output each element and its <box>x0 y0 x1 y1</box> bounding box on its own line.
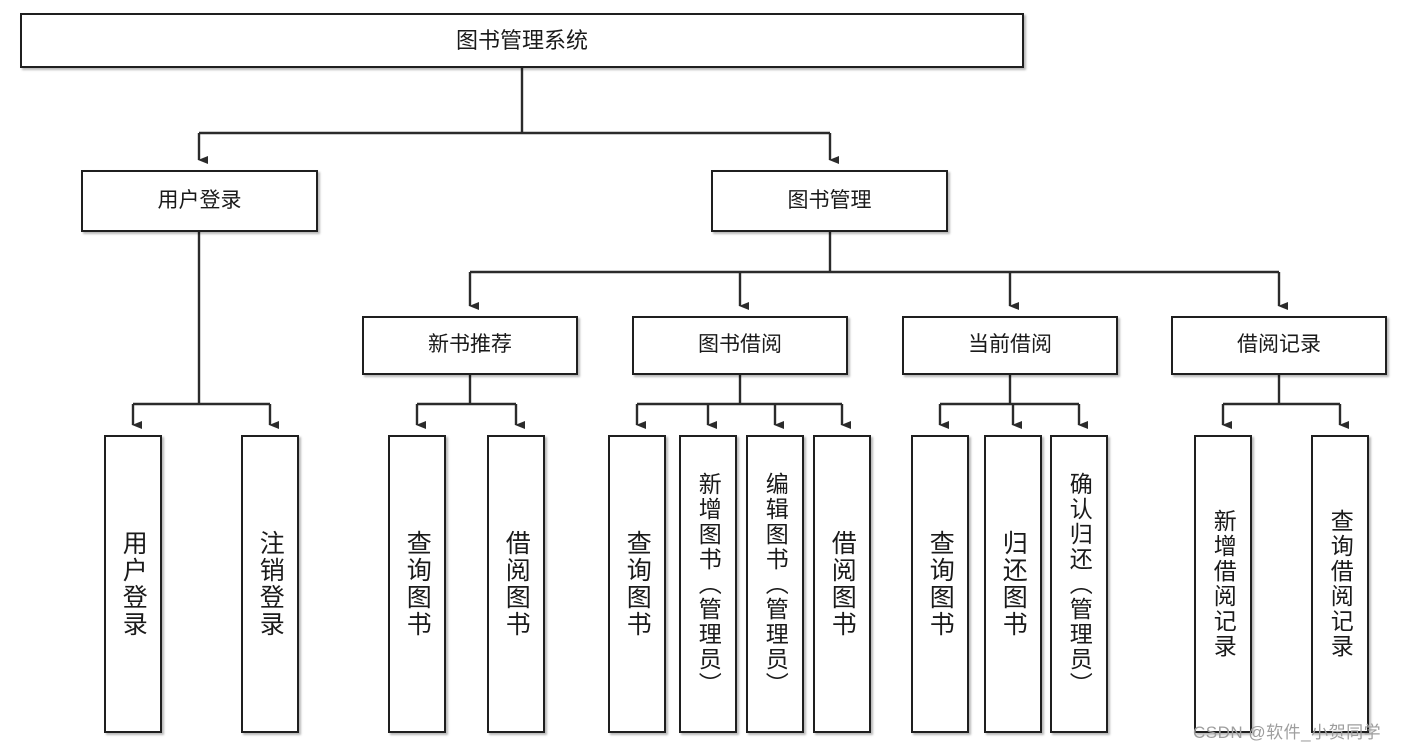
node-label: 图书管理 <box>787 188 872 212</box>
node-book-borrow[interactable]: 图书借阅 <box>632 316 848 375</box>
node-label: 确认归还（管理员） <box>1066 471 1093 697</box>
node-label: 新增借阅记录 <box>1210 509 1237 659</box>
node-current-borrow[interactable]: 当前借阅 <box>902 316 1118 375</box>
node-leaf-edit-book[interactable]: 编辑图书（管理员） <box>746 435 804 733</box>
node-label: 借阅图书 <box>828 530 857 638</box>
node-leaf-query-book-1[interactable]: 查询图书 <box>388 435 446 733</box>
node-label: 用户登录 <box>119 530 148 638</box>
node-root-system[interactable]: 图书管理系统 <box>20 13 1024 68</box>
node-leaf-borrow-book-2[interactable]: 借阅图书 <box>813 435 871 733</box>
node-leaf-query-book-3[interactable]: 查询图书 <box>911 435 969 733</box>
node-label: 编辑图书（管理员） <box>762 471 789 697</box>
node-label: 图书借阅 <box>698 333 782 357</box>
node-label: 用户登录 <box>157 188 242 212</box>
node-label: 新增图书（管理员） <box>695 471 722 697</box>
node-leaf-add-book[interactable]: 新增图书（管理员） <box>679 435 737 733</box>
node-label: 归还图书 <box>999 530 1028 638</box>
node-label: 图书管理系统 <box>455 27 588 53</box>
node-leaf-user-logout[interactable]: 注销登录 <box>241 435 299 733</box>
node-label: 查询借阅记录 <box>1327 509 1354 659</box>
node-label: 借阅记录 <box>1237 333 1321 357</box>
node-label: 借阅图书 <box>502 530 531 638</box>
node-leaf-user-login[interactable]: 用户登录 <box>104 435 162 733</box>
node-label: 查询图书 <box>926 530 955 638</box>
node-leaf-confirm-return[interactable]: 确认归还（管理员） <box>1050 435 1108 733</box>
node-label: 当前借阅 <box>968 333 1052 357</box>
node-label: 查询图书 <box>403 530 432 638</box>
node-new-book-rec[interactable]: 新书推荐 <box>362 316 578 375</box>
node-leaf-query-book-2[interactable]: 查询图书 <box>608 435 666 733</box>
node-leaf-add-record[interactable]: 新增借阅记录 <box>1194 435 1252 733</box>
node-leaf-borrow-book-1[interactable]: 借阅图书 <box>487 435 545 733</box>
node-label: 查询图书 <box>623 530 652 638</box>
csdn-watermark: CSDN @软件_小贺同学 <box>1193 723 1382 742</box>
node-label: 注销登录 <box>256 530 285 638</box>
node-label: 新书推荐 <box>428 333 512 357</box>
node-leaf-return-book[interactable]: 归还图书 <box>984 435 1042 733</box>
node-user-login[interactable]: 用户登录 <box>81 170 318 232</box>
node-book-manage[interactable]: 图书管理 <box>711 170 948 232</box>
node-borrow-record[interactable]: 借阅记录 <box>1171 316 1387 375</box>
node-leaf-query-record[interactable]: 查询借阅记录 <box>1311 435 1369 733</box>
